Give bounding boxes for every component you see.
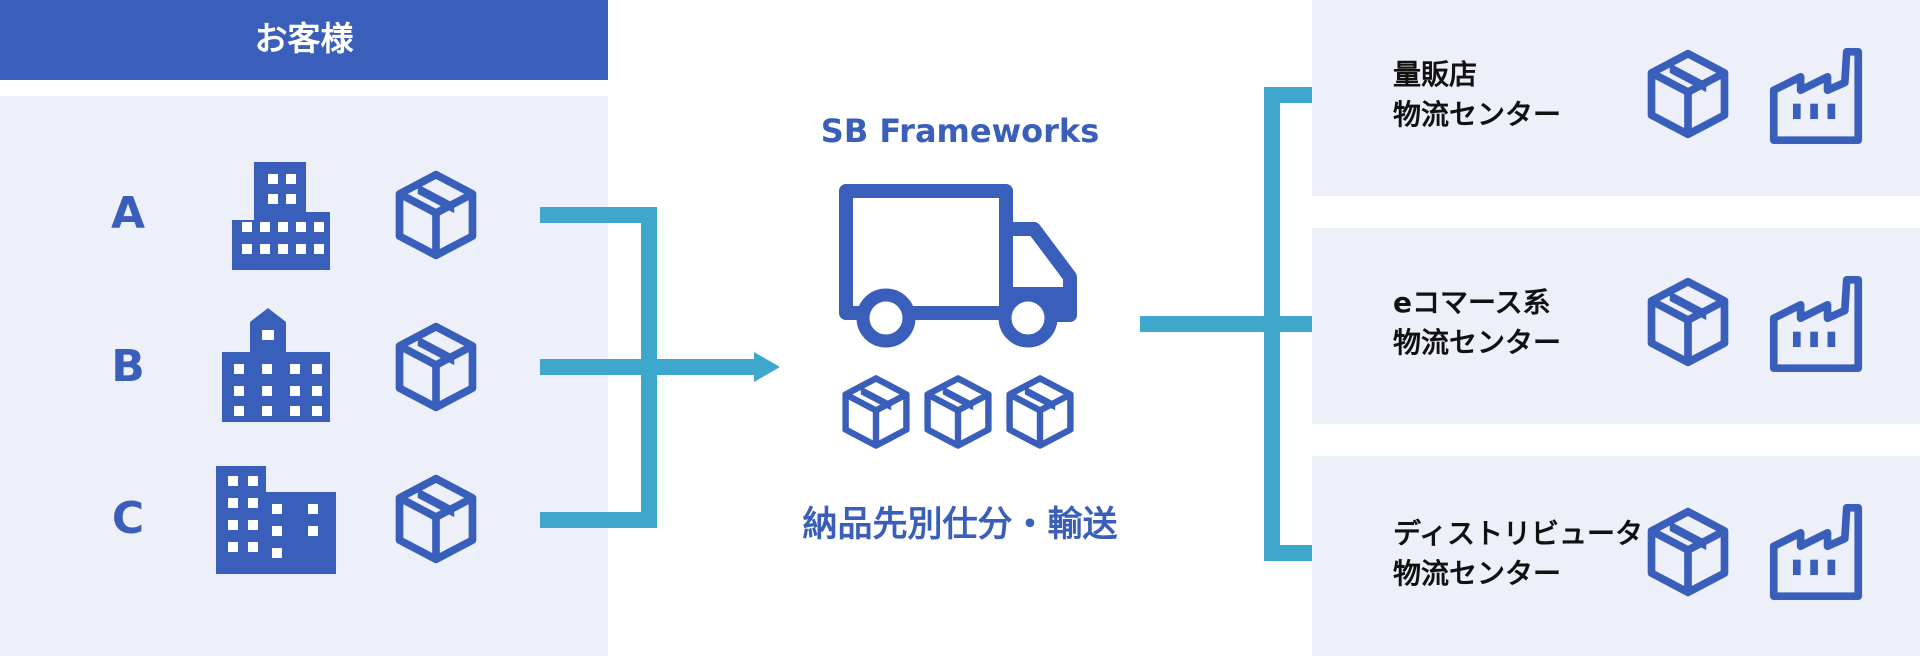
destination-panel-3: [1312, 456, 1920, 656]
destination-label-2: eコマース系 物流センター: [1393, 283, 1633, 363]
package-box-icon: [836, 372, 916, 452]
factory-icon: [1768, 504, 1864, 600]
customer-label-b: B: [111, 341, 145, 392]
destination-label-3: ディストリビュータ 物流センター: [1393, 514, 1644, 594]
customer-label-a: A: [110, 188, 146, 239]
tower-building-icon: [222, 308, 330, 422]
customer-label-c: C: [111, 493, 145, 544]
center-title: SB Frameworks: [820, 112, 1100, 150]
destination-label-line1: eコマース系: [1393, 286, 1551, 319]
factory-icon: [1768, 276, 1864, 372]
delivery-truck-icon: [839, 184, 1077, 348]
package-box-icon: [1640, 274, 1736, 370]
arrow-head-center: [754, 352, 780, 382]
package-box-icon: [1640, 46, 1736, 142]
factory-icon: [1768, 48, 1864, 144]
destination-label-line1: ディストリビュータ: [1393, 517, 1644, 550]
destination-panel-2: [1312, 228, 1920, 424]
package-box-icon: [1000, 372, 1080, 452]
destination-label-line1: 量販店: [1393, 58, 1478, 91]
wide-building-icon: [216, 466, 336, 574]
center-caption: 納品先別仕分・輸送: [802, 505, 1118, 545]
destination-label-line2: 物流センター: [1393, 326, 1562, 359]
destination-label-line2: 物流センター: [1393, 557, 1562, 590]
package-box-icon: [918, 372, 998, 452]
package-box-icon: [1640, 504, 1736, 600]
destination-label-line2: 物流センター: [1393, 98, 1562, 131]
customer-header: お客様: [0, 0, 608, 80]
office-building-icon: [232, 162, 330, 270]
destination-label-1: 量販店 物流センター: [1393, 55, 1633, 135]
destination-panel-1: [1312, 0, 1920, 196]
